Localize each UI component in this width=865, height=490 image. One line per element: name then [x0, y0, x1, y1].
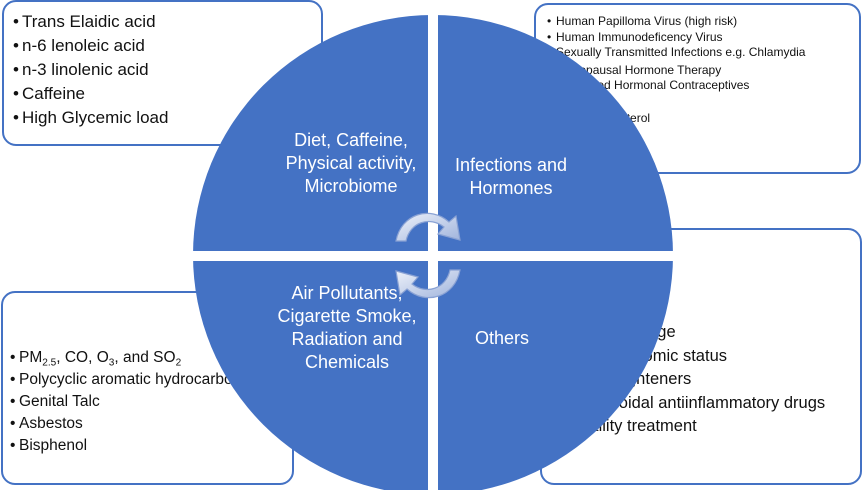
list-item: Bisphenol	[10, 436, 288, 456]
vertical-divider	[428, 10, 438, 490]
pm-text: PM	[19, 349, 43, 366]
list-item-pollutant-formula: PM2.5, CO, O3, and SO2	[10, 348, 288, 368]
diet-factors-box: Trans Elaidic acid n-6 lenoleic acid n-3…	[2, 0, 323, 146]
and-text: , and SO	[114, 349, 176, 366]
list-item: Genital Talc	[10, 392, 288, 412]
horizontal-divider	[190, 251, 680, 261]
quadrant-label-diet: Diet, Caffeine, Physical activity, Micro…	[285, 130, 417, 196]
quadrant-label-air-pollutants: Air Pollutants, Cigarette Smoke, Radiati…	[277, 283, 417, 372]
pm-subscript: 2.5	[42, 357, 57, 369]
cycle-arrow-top-icon	[395, 212, 461, 242]
quadrant-label-others: Others	[474, 328, 530, 348]
list-item: n-3 linolenic acid	[13, 58, 315, 82]
list-item: Trans Elaidic acid	[13, 10, 315, 34]
quadrant-label-infections: Infections and Hormones	[454, 155, 568, 198]
cycle-arrow-bottom-icon	[395, 269, 461, 299]
list-item: Caffeine	[13, 82, 315, 106]
list-item: Asbestos	[10, 414, 288, 434]
diet-factors-list: Trans Elaidic acid n-6 lenoleic acid n-3…	[13, 10, 315, 130]
o-subscript: 3	[108, 357, 115, 369]
list-item: High Glycemic load	[13, 106, 315, 130]
list-item: n-6 lenoleic acid	[13, 34, 315, 58]
so-subscript: 2	[175, 357, 182, 369]
list-item: Human Immunodeficency Virus	[547, 30, 853, 46]
co-text: , CO, O	[56, 349, 109, 366]
list-item: Human Papilloma Virus (high risk)	[547, 14, 853, 30]
list-item: Polycyclic aromatic hydrocarbons	[10, 370, 288, 390]
air-pollutants-list: PM2.5, CO, O3, and SO2 Polycyclic aromat…	[10, 348, 288, 456]
